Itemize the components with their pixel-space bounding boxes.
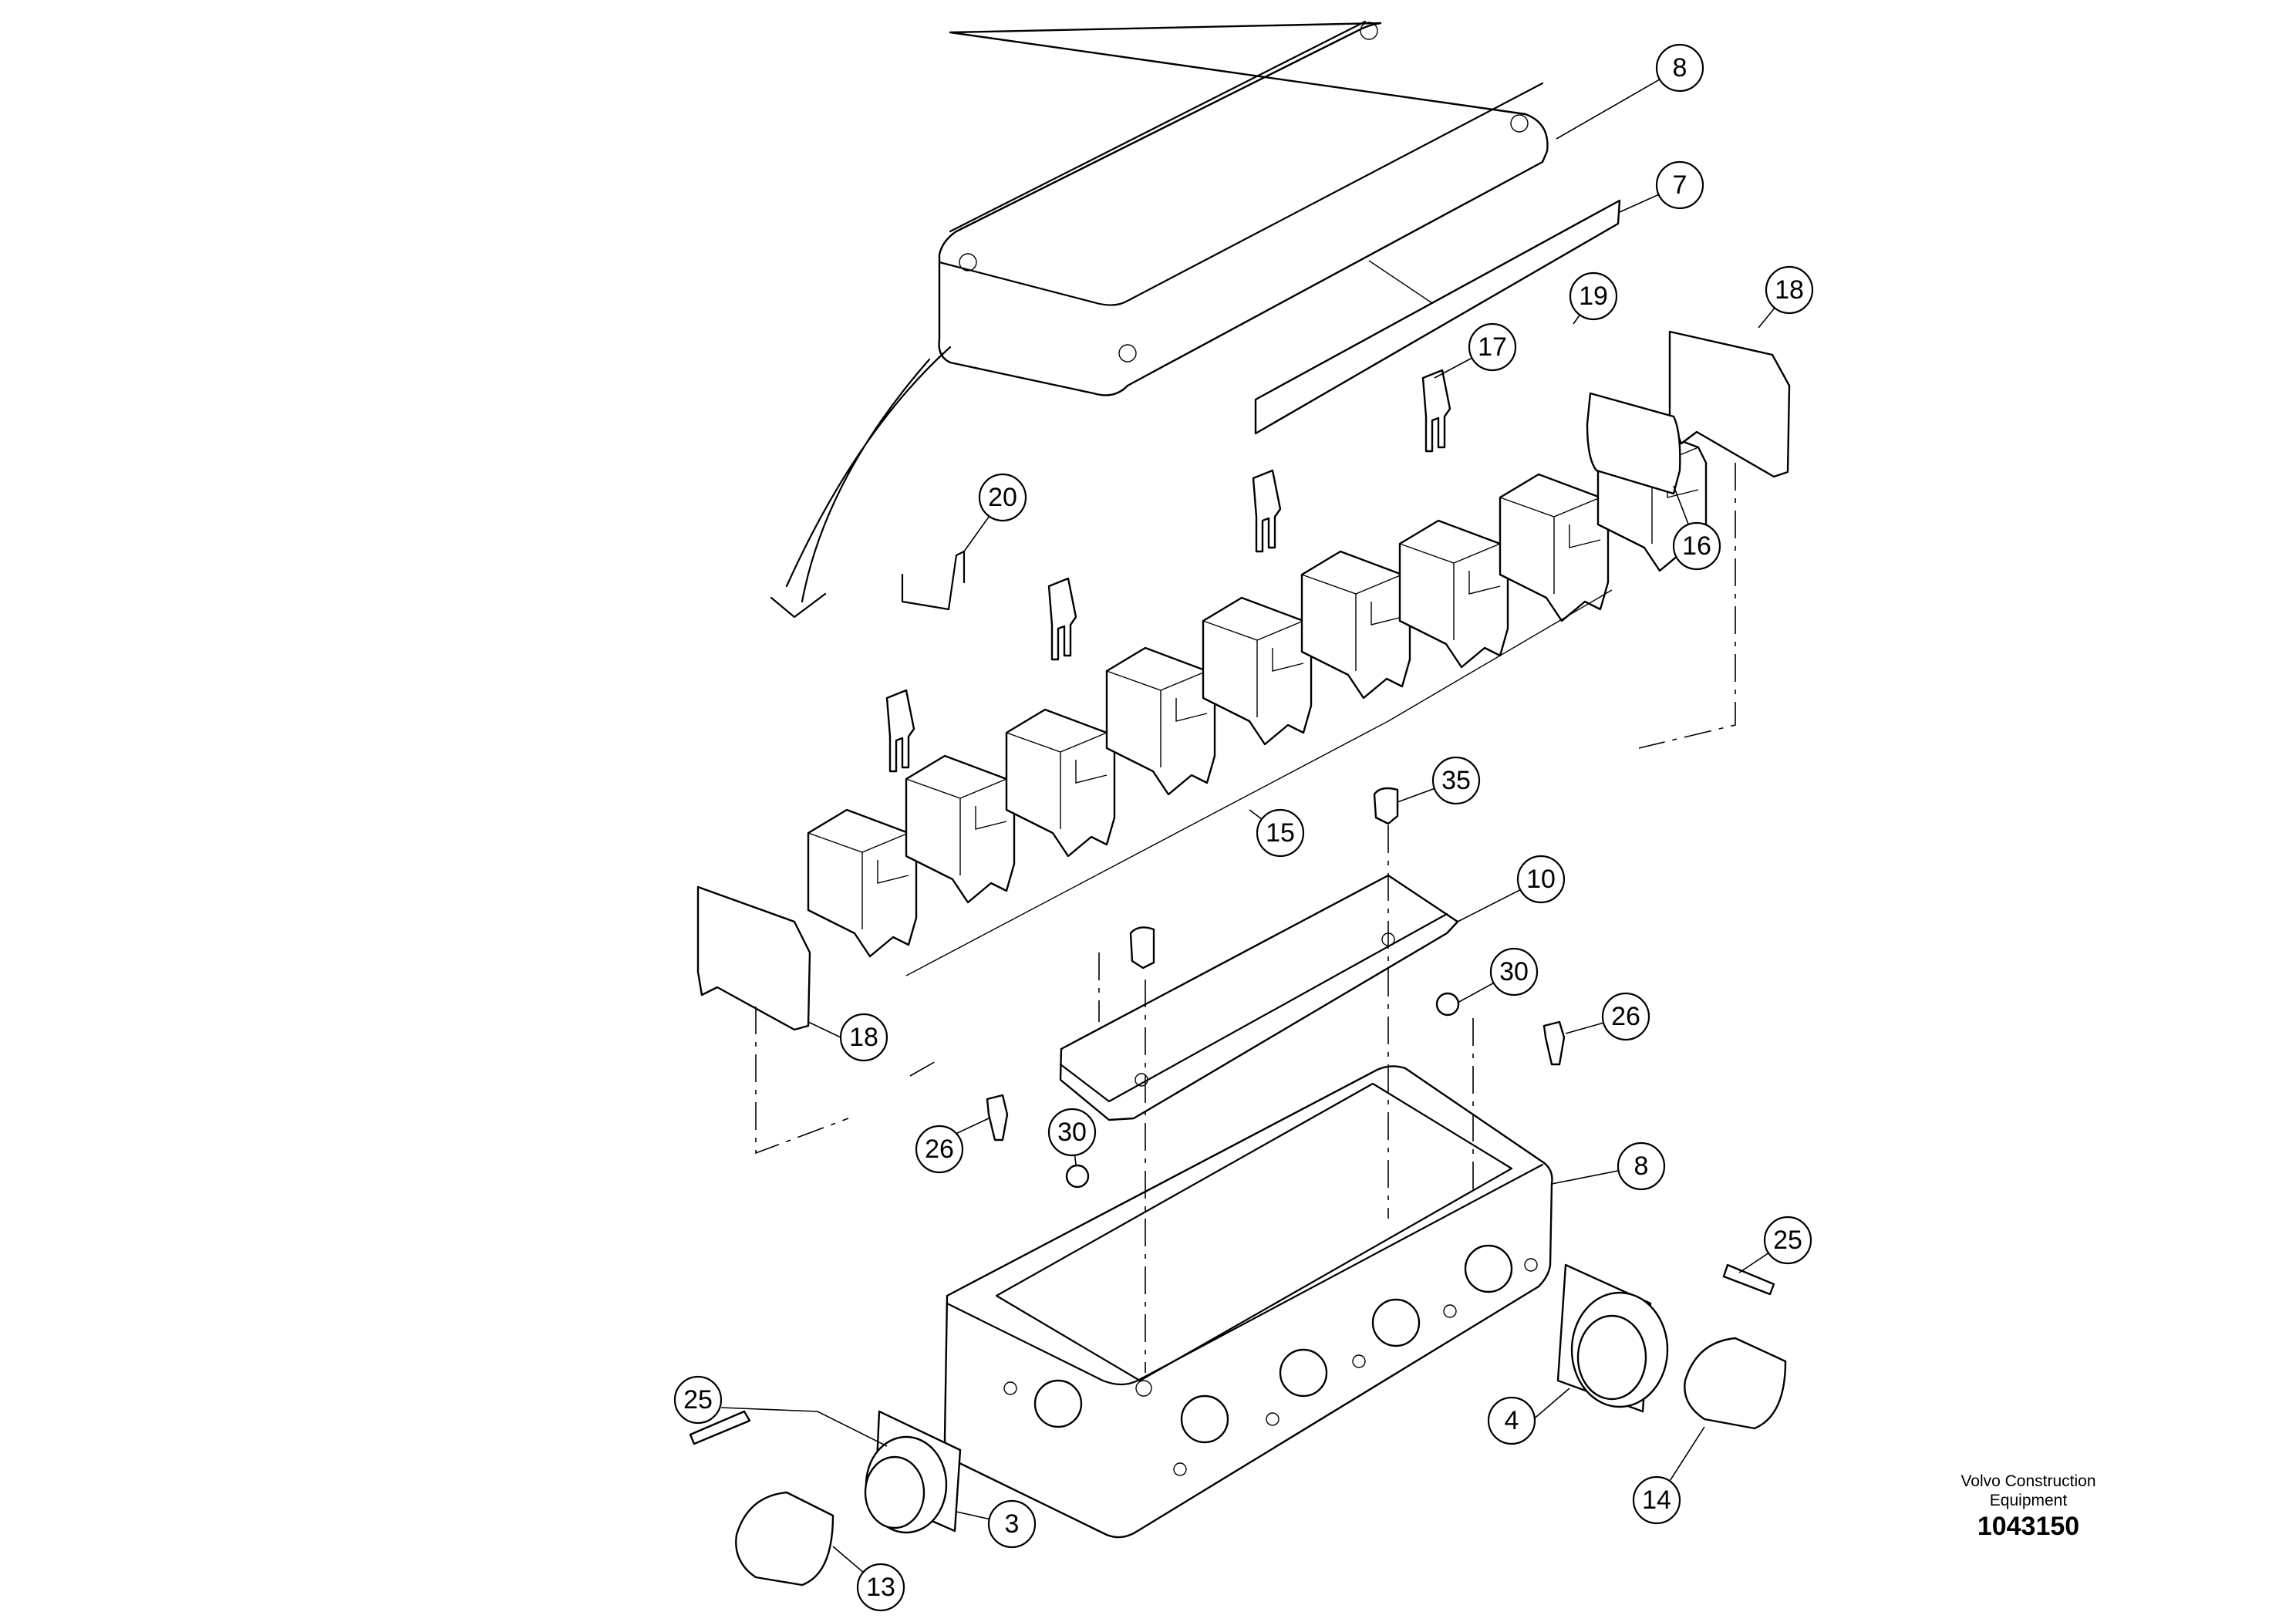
callout-17: 17	[1468, 322, 1517, 372]
callout-label: 25	[683, 1385, 713, 1415]
jumper-part	[901, 550, 966, 611]
screw-part	[1542, 1020, 1566, 1066]
callout-35: 35	[1431, 756, 1481, 805]
jumper-17	[885, 689, 915, 773]
nut-part	[1065, 1164, 1090, 1189]
part-code: 1043150	[1977, 1512, 2080, 1541]
callout-14: 14	[1632, 1475, 1681, 1525]
housing-part	[943, 1065, 1553, 1539]
callout-label: 14	[1642, 1485, 1671, 1515]
callout-10: 10	[1516, 855, 1566, 904]
callout-label: 18	[849, 1023, 878, 1052]
cover-part	[938, 20, 1549, 396]
callout-16: 16	[1672, 521, 1721, 571]
callout-label: 25	[1773, 1226, 1802, 1255]
screw-25-right	[1722, 1263, 1775, 1296]
cap-part	[735, 1491, 834, 1587]
terminal-block-group	[807, 369, 1708, 958]
callout-26: 26	[915, 1125, 964, 1174]
callout-30: 30	[1489, 947, 1539, 996]
callout-label: 26	[1611, 1002, 1640, 1031]
callout-19: 19	[1569, 271, 1618, 321]
callout-4: 4	[1487, 1396, 1536, 1445]
callout-25: 25	[1763, 1216, 1812, 1265]
callout-label: 26	[925, 1135, 954, 1164]
din-rail-part	[1059, 874, 1459, 1121]
rivet-part	[1373, 787, 1399, 825]
callout-label: 16	[1682, 531, 1711, 561]
end-cover	[1586, 392, 1681, 495]
callout-25: 25	[673, 1375, 723, 1425]
callout-label: 30	[1499, 957, 1529, 986]
callout-13: 13	[856, 1563, 905, 1612]
callout-7: 7	[1655, 160, 1704, 210]
jumper-17	[1252, 469, 1282, 553]
callout-label: 10	[1526, 865, 1556, 894]
cap-part	[1684, 1337, 1787, 1430]
callout-label: 4	[1505, 1406, 1519, 1435]
callout-label: 8	[1634, 1152, 1649, 1181]
jumper-17	[1421, 369, 1451, 453]
callout-label: 13	[866, 1573, 895, 1602]
screw-25-left	[689, 1410, 751, 1445]
brand-line-1: Volvo Construction	[1961, 1472, 2096, 1490]
callout-8: 8	[1617, 1141, 1666, 1191]
callout-26: 26	[1601, 992, 1650, 1041]
callout-label: 7	[1673, 170, 1687, 200]
callout-label: 15	[1266, 818, 1295, 848]
callout-label: 3	[1005, 1509, 1020, 1539]
nut-part	[1435, 992, 1460, 1017]
jumper-17	[1047, 577, 1077, 661]
screw-part	[986, 1094, 1009, 1141]
callout-3: 3	[987, 1499, 1037, 1549]
callout-8: 8	[1655, 43, 1704, 93]
callout-18: 18	[839, 1013, 888, 1062]
callout-label: 20	[988, 483, 1017, 512]
callout-20: 20	[978, 473, 1027, 522]
callout-group: 8 7 19 17 18 16 20 15 35 10 30 26 18 26 30 8 25 25 4 14 3 13	[673, 43, 1814, 1612]
brand-line-2: Equipment	[1989, 1492, 2068, 1509]
callout-label: 19	[1579, 282, 1608, 311]
callout-18: 18	[1765, 265, 1814, 315]
callout-label: 17	[1478, 332, 1507, 362]
rivet-part	[1129, 926, 1155, 969]
callout-label: 8	[1673, 53, 1687, 83]
gasket-part	[1254, 199, 1621, 435]
callout-label: 35	[1441, 766, 1471, 795]
brand-text: Volvo Construction Equipment	[1882, 1472, 2175, 1510]
end-plate-left	[696, 885, 811, 1031]
callout-label: 30	[1057, 1118, 1087, 1147]
callout-label: 18	[1775, 275, 1804, 305]
flip-arrow	[770, 346, 952, 619]
callout-15: 15	[1256, 808, 1305, 858]
callout-30: 30	[1047, 1108, 1097, 1157]
